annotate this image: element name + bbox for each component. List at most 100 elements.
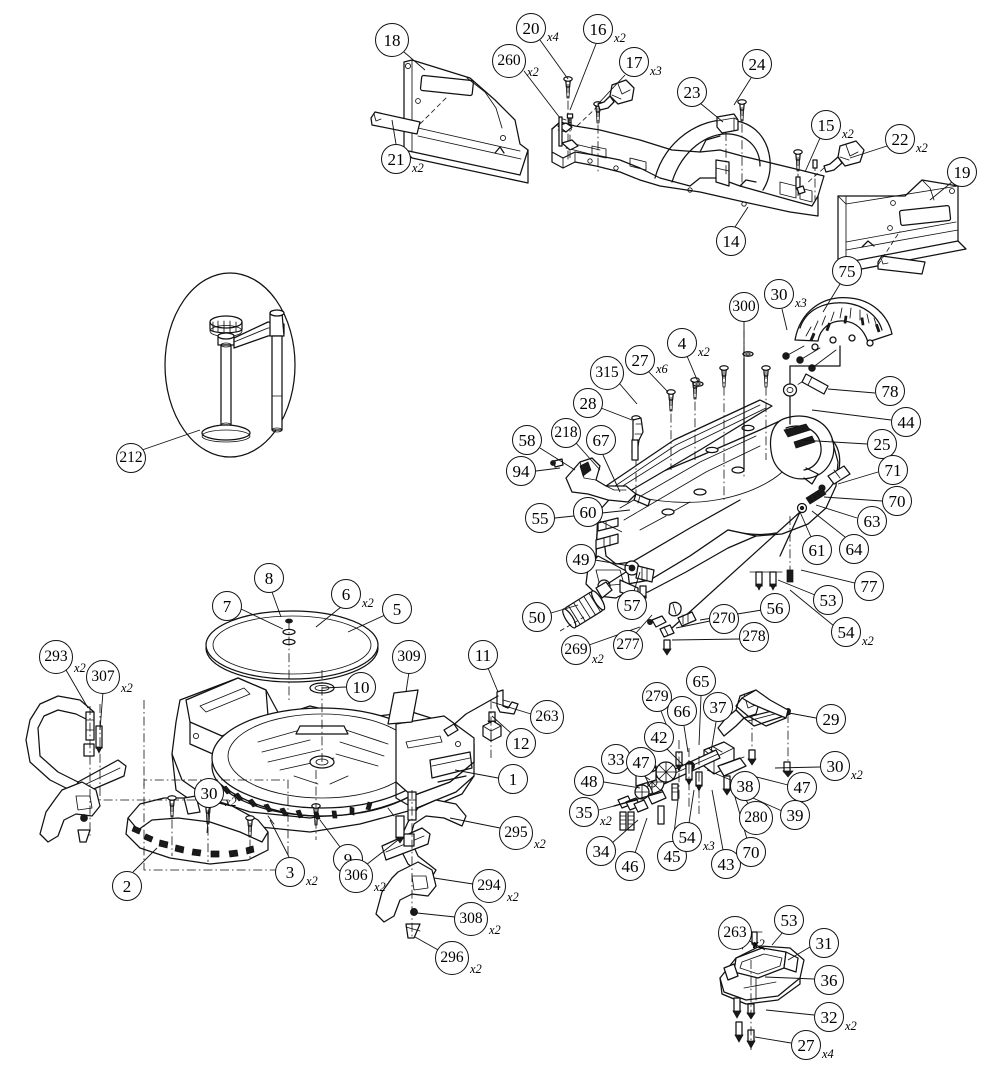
callout-bubble-10[interactable]: 10 — [346, 672, 376, 702]
callout-bubble-270[interactable]: 270 — [709, 604, 739, 634]
callout-bubble-47[interactable]: 47 — [787, 772, 817, 802]
callout-bubble-35[interactable]: 35 — [569, 797, 599, 827]
callout-multiplier-32: x2 — [845, 1019, 857, 1033]
callout-bubble-16[interactable]: 16 — [583, 14, 613, 44]
callout-bubble-57[interactable]: 57 — [617, 590, 647, 620]
callout-bubble-61[interactable]: 61 — [802, 535, 832, 565]
callout-bubble-25[interactable]: 25 — [867, 429, 897, 459]
callout-bubble-15[interactable]: 15 — [811, 110, 841, 140]
callout-bubble-279[interactable]: 279 — [642, 682, 672, 712]
callout-bubble-308[interactable]: 308 — [454, 902, 488, 936]
leader-line-67 — [602, 454, 621, 493]
callout-bubble-306[interactable]: 306 — [339, 859, 373, 893]
callout-bubble-6[interactable]: 6 — [331, 579, 361, 609]
callout-bubble-94[interactable]: 94 — [506, 456, 536, 486]
callout-bubble-70[interactable]: 70 — [736, 837, 766, 867]
callout-bubble-3[interactable]: 3 — [275, 857, 305, 887]
callout-bubble-27[interactable]: 27 — [791, 1030, 821, 1060]
callout-bubble-14[interactable]: 14 — [716, 226, 746, 256]
callout-bubble-212[interactable]: 212 — [116, 443, 146, 473]
callout-bubble-48[interactable]: 48 — [574, 766, 604, 796]
callout-number: 14 — [722, 231, 740, 251]
callout-bubble-315[interactable]: 315 — [590, 356, 624, 390]
callout-bubble-296[interactable]: 296 — [435, 941, 469, 975]
callout-bubble-45[interactable]: 45 — [657, 841, 687, 871]
callout-bubble-63[interactable]: 63 — [857, 506, 887, 536]
callout-bubble-71[interactable]: 71 — [878, 455, 908, 485]
callout-bubble-56[interactable]: 56 — [760, 593, 790, 623]
callout-bubble-70[interactable]: 70 — [882, 486, 912, 516]
callout-bubble-294[interactable]: 294 — [472, 869, 506, 903]
callout-bubble-34[interactable]: 34 — [586, 836, 616, 866]
callout-bubble-53[interactable]: 53 — [813, 585, 843, 615]
callout-bubble-260[interactable]: 260 — [492, 44, 526, 78]
callout-bubble-42[interactable]: 42 — [644, 722, 674, 752]
callout-bubble-280[interactable]: 280 — [739, 801, 773, 835]
callout-bubble-37[interactable]: 37 — [703, 692, 733, 722]
callout-number: 70 — [742, 842, 760, 862]
callout-bubble-11[interactable]: 11 — [468, 640, 498, 670]
callout-bubble-66[interactable]: 66 — [667, 696, 697, 726]
callout-bubble-44[interactable]: 44 — [891, 407, 921, 437]
callout-bubble-38[interactable]: 38 — [730, 771, 760, 801]
callout-bubble-4[interactable]: 4 — [667, 328, 697, 358]
callout-bubble-23[interactable]: 23 — [677, 77, 707, 107]
callout-number: 3 — [285, 862, 295, 882]
callout-bubble-36[interactable]: 36 — [814, 965, 844, 995]
callout-bubble-19[interactable]: 19 — [947, 157, 977, 187]
callout-bubble-47[interactable]: 47 — [626, 747, 656, 777]
callout-bubble-31[interactable]: 31 — [809, 928, 839, 958]
callout-bubble-24[interactable]: 24 — [742, 49, 772, 79]
callout-multiplier-54: x3 — [703, 839, 715, 853]
callout-bubble-293[interactable]: 293 — [39, 640, 73, 674]
callout-bubble-20[interactable]: 20 — [516, 13, 546, 43]
callout-bubble-22[interactable]: 22 — [885, 124, 915, 154]
callout-bubble-263[interactable]: 263 — [530, 700, 564, 734]
callout-bubble-54[interactable]: 54 — [672, 822, 702, 852]
callout-bubble-28[interactable]: 28 — [573, 388, 603, 418]
callout-bubble-67[interactable]: 67 — [586, 425, 616, 455]
callout-bubble-30[interactable]: 30 — [820, 751, 850, 781]
callout-bubble-295[interactable]: 295 — [499, 816, 533, 850]
callout-bubble-29[interactable]: 29 — [816, 704, 846, 734]
callout-bubble-32[interactable]: 32 — [814, 1002, 844, 1032]
callout-bubble-49[interactable]: 49 — [566, 544, 596, 574]
callout-multiplier-27: x6 — [656, 362, 668, 376]
callout-bubble-18[interactable]: 18 — [375, 23, 409, 57]
callout-bubble-64[interactable]: 64 — [839, 534, 869, 564]
callout-bubble-54[interactable]: 54 — [831, 617, 861, 647]
callout-bubble-77[interactable]: 77 — [854, 571, 884, 601]
callout-bubble-12[interactable]: 12 — [506, 728, 536, 758]
callout-bubble-55[interactable]: 55 — [525, 503, 555, 533]
callout-bubble-65[interactable]: 65 — [686, 666, 716, 696]
callout-bubble-8[interactable]: 8 — [254, 563, 284, 593]
callout-bubble-7[interactable]: 7 — [212, 591, 242, 621]
callout-bubble-21[interactable]: 21 — [381, 144, 411, 174]
callout-bubble-5[interactable]: 5 — [382, 594, 412, 624]
callout-bubble-50[interactable]: 50 — [522, 602, 552, 632]
callout-bubble-307[interactable]: 307 — [86, 660, 120, 694]
callout-bubble-30[interactable]: 30 — [764, 279, 794, 309]
callout-multiplier-307: x2 — [121, 681, 133, 695]
callout-bubble-269[interactable]: 269 — [561, 635, 591, 665]
callout-bubble-1[interactable]: 1 — [498, 764, 528, 794]
callout-bubble-39[interactable]: 39 — [780, 800, 810, 830]
callout-bubble-17[interactable]: 17 — [619, 47, 649, 77]
callout-bubble-218[interactable]: 218 — [551, 418, 581, 448]
callout-bubble-60[interactable]: 60 — [573, 497, 603, 527]
callout-multiplier-16: x2 — [614, 31, 626, 45]
callout-multiplier-17: x3 — [650, 64, 662, 78]
callout-bubble-53[interactable]: 53 — [774, 905, 804, 935]
callout-bubble-75[interactable]: 75 — [832, 256, 862, 286]
callout-bubble-300[interactable]: 300 — [729, 292, 759, 322]
callout-bubble-30[interactable]: 30 — [194, 778, 224, 808]
callout-bubble-46[interactable]: 46 — [615, 851, 645, 881]
callout-bubble-263[interactable]: 263 — [718, 916, 752, 950]
callout-bubble-309[interactable]: 309 — [392, 640, 426, 674]
callout-bubble-78[interactable]: 78 — [875, 376, 905, 406]
callout-bubble-278[interactable]: 278 — [739, 622, 769, 652]
callout-bubble-27[interactable]: 27 — [625, 345, 655, 375]
callout-bubble-2[interactable]: 2 — [112, 871, 142, 901]
callout-bubble-58[interactable]: 58 — [512, 425, 542, 455]
callout-bubble-277[interactable]: 277 — [613, 630, 643, 660]
